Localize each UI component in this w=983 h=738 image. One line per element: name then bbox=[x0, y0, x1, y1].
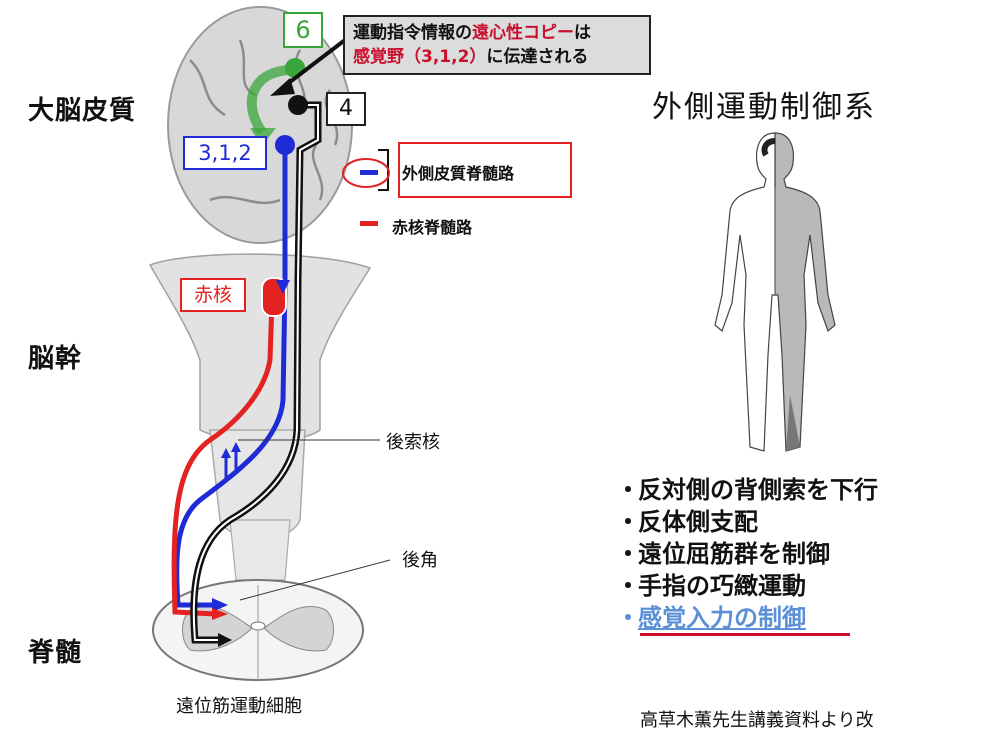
area4-dot bbox=[288, 95, 308, 115]
diagram-title: 外側運動制御系 bbox=[652, 90, 876, 125]
area312-dot bbox=[275, 135, 295, 155]
area4-label: 4 bbox=[326, 92, 366, 126]
legend-lateral-corticospinal: 外側皮質脊髄路 bbox=[402, 164, 515, 183]
bullet-item: ・反体側支配 bbox=[616, 508, 758, 536]
human-figure bbox=[714, 132, 836, 452]
cortex-label: 大脳皮質 bbox=[28, 96, 137, 126]
area312-label: 3,1,2 bbox=[183, 136, 267, 170]
legend-rubrospinal: 赤核脊髄路 bbox=[392, 218, 473, 237]
highlight-underline bbox=[640, 633, 850, 636]
bullet-item-highlight: ・感覚入力の制御 bbox=[616, 604, 806, 632]
dorsal-column-nucleus-label: 後索核 bbox=[386, 432, 440, 453]
feature-bullet-list: ・反対側の背側索を下行 ・反体側支配 ・遠位屈筋群を制御 ・手指の巧緻運動 ・感… bbox=[616, 474, 878, 634]
red-tract-path bbox=[171, 299, 275, 617]
neuroanatomy-diagram bbox=[148, 6, 391, 681]
bullet-item: ・反対側の背側索を下行 bbox=[616, 476, 878, 504]
area6-label: 6 bbox=[283, 12, 323, 48]
dorsal-horn-label: 後角 bbox=[402, 550, 438, 571]
spinal-cord-label: 脊髄 bbox=[28, 638, 83, 668]
efference-copy-callout: 運動指令情報の遠心性コピーは 感覚野（3,1,2）に伝達される bbox=[343, 15, 651, 75]
distal-motor-neuron-label: 遠位筋運動細胞 bbox=[176, 696, 302, 717]
legend-highlight-box bbox=[398, 142, 572, 198]
brainstem-label: 脳幹 bbox=[28, 344, 83, 374]
bullet-item: ・手指の巧緻運動 bbox=[616, 572, 806, 600]
efference-copy-arrow bbox=[246, 65, 293, 135]
source-credit: 高草木薫先生講義資料より改 bbox=[640, 710, 874, 731]
red-nucleus-label: 赤核 bbox=[180, 278, 246, 312]
legend-circle-highlight bbox=[342, 158, 390, 188]
bullet-item: ・遠位屈筋群を制御 bbox=[616, 540, 830, 568]
